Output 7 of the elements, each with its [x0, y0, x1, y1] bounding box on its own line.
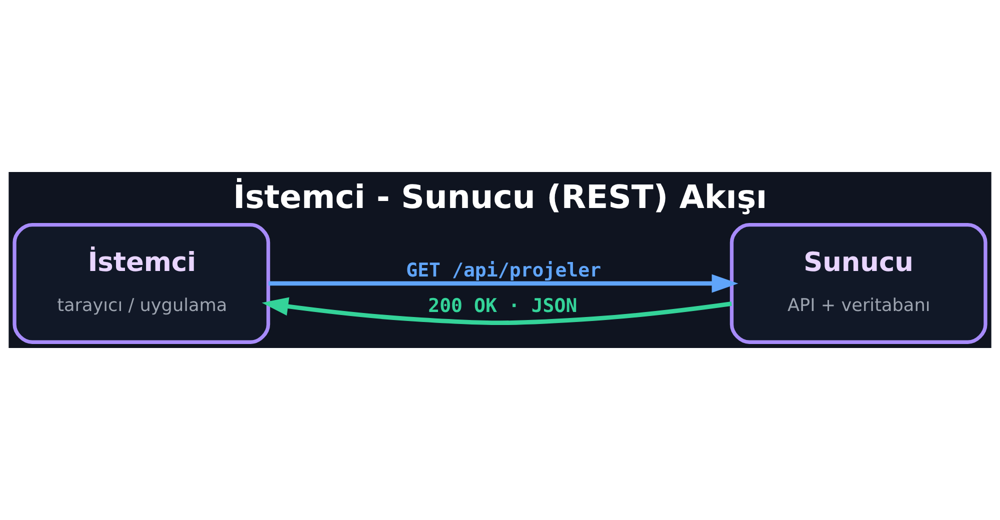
edge-label: GET /api/projeler — [406, 260, 602, 282]
edge-label: 200 OK · JSON — [428, 294, 578, 317]
arrow — [268, 274, 738, 293]
arrow — [262, 297, 732, 325]
diagram-title: İstemci - Sunucu (REST) Akışı — [233, 178, 768, 216]
node-box: İstemci tarayıcı / uygulama — [12, 222, 270, 344]
node-box: Sunucu API + veritabanı — [730, 222, 988, 344]
